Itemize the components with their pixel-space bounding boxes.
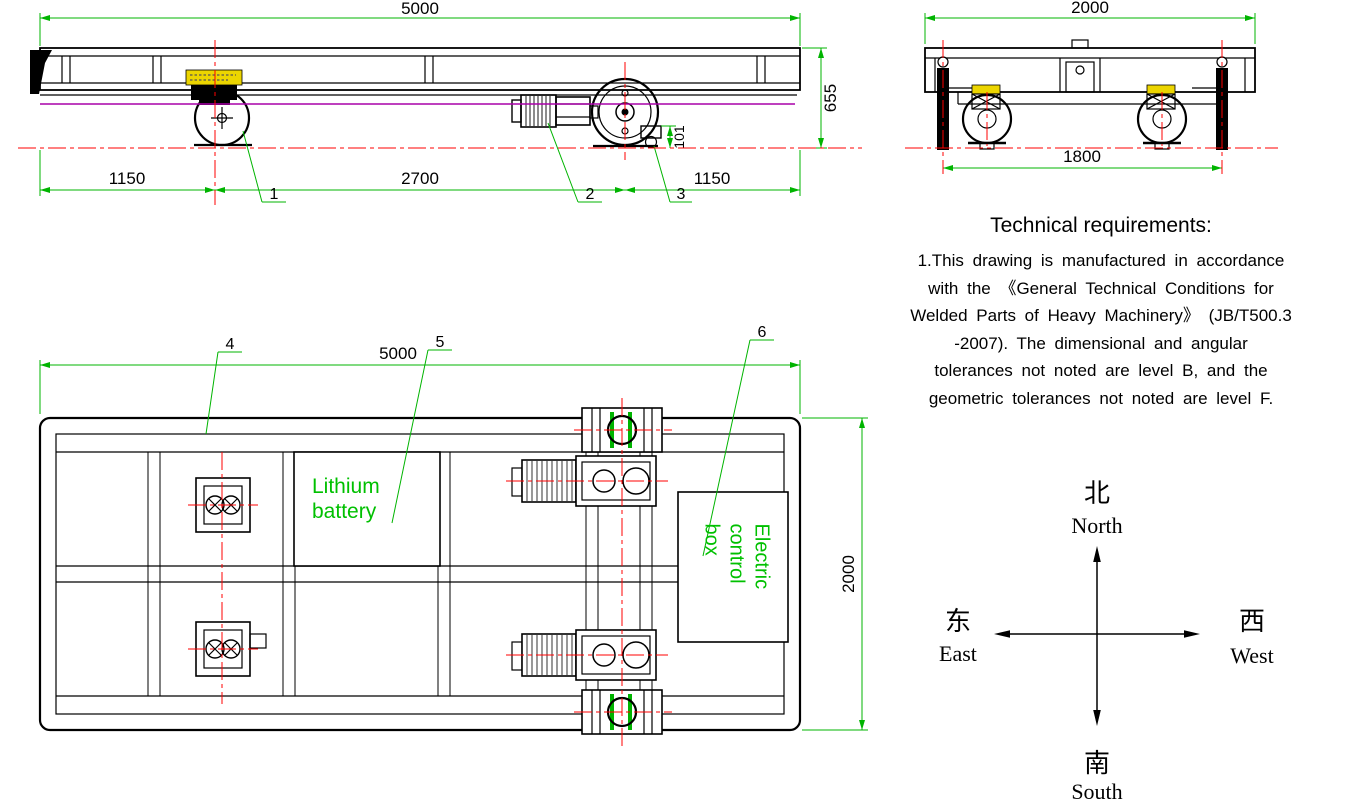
side-view-callouts: 1 2 3 [242,122,692,203]
cart-deck-outline [38,416,802,732]
nameplate-left [971,84,1001,95]
tech-requirements-line: tolerances not noted are level B, and th… [934,361,1268,380]
tech-requirements-line: -2007). The dimensional and angular [954,333,1248,353]
compass-axes [1010,562,1184,710]
dim-text-2000: 2000 [1071,0,1109,17]
cart-frame-side [39,47,801,91]
rail-left [979,142,995,150]
electric-control-box [677,491,789,643]
dim-text-655: 655 [821,84,840,112]
rail-right [1154,142,1170,150]
electric-control-box-label: Electric control box [700,523,773,590]
travel-wheel-cross [211,107,233,129]
callout-leaders [205,339,774,557]
drive-wheel-axle [621,108,629,116]
extension-lines [39,13,827,196]
lithium-battery-box [293,451,441,567]
plan-view-dimensions: 5000 2000 4 5 6 [39,324,868,731]
arrow-west-icon [1184,630,1200,638]
callout-1: 1 [270,186,279,203]
callout-2: 2 [586,186,595,203]
callout-5: 5 [436,334,445,351]
motor-fins [525,96,551,126]
dim-text-2700: 2700 [401,169,439,188]
callout-leaders [242,122,692,203]
arrow-east-icon [994,630,1010,638]
end-view [924,39,1256,150]
technical-requirements-block: Technical requirements: 1.This drawing i… [864,214,1338,412]
guide-roller-bracket [640,125,662,139]
gearbox-shaft [589,105,599,119]
compass: 北 North 南 South 东 East 西 West [939,479,1274,801]
sensor-box [249,633,267,649]
end-frame-lines [925,57,1255,105]
compass-south-en: South [1071,779,1122,801]
bearing-cross [208,642,238,656]
plan-view [38,407,802,735]
compass-west-en: West [1230,643,1273,668]
nameplate [185,69,243,86]
gearbox-lines [556,103,590,118]
bearing-cross [208,498,238,512]
rail-contact-lines [194,143,658,148]
lithium-battery-label: Lithium battery [312,475,380,523]
tech-requirements-line: geometric tolerances not noted are level… [928,388,1274,408]
dim-text-5000-plan: 5000 [379,344,417,363]
compass-north-en: North [1071,513,1122,538]
dim-text-5000: 5000 [401,0,439,18]
dim-text-1150-left: 1150 [109,169,146,188]
dim-text-1150-right: 1150 [694,169,731,188]
callout-3: 3 [677,186,686,203]
side-view [30,47,801,149]
nameplate-text-lines [190,74,236,81]
motor-endcap [511,467,523,497]
cross-beams [147,452,653,696]
gearbox [555,96,591,126]
coupler [1065,61,1095,93]
dim-text-101: 101 [671,125,687,149]
extension-lines [39,360,868,731]
compass-north-cn: 北 [1084,479,1110,509]
gear-small [592,469,616,493]
compass-south-cn: 南 [1084,749,1110,779]
callout-4: 4 [226,336,235,353]
deck-lug [1071,39,1089,49]
end-view-dimensions: 2000 1800 [924,0,1256,171]
gear-small [592,643,616,667]
tech-requirements-line: Welded Parts of Heavy Machinery》 (JB/T50… [910,306,1292,325]
frame-flange-lines [40,55,800,96]
frame-stiffeners [61,56,766,83]
centerlines [18,40,1278,748]
motor-endcap [511,641,523,671]
coupler-pin [1075,65,1085,75]
compass-east-cn: 东 [945,607,971,637]
side-view-dimensions: 5000 1150 2700 1150 655 101 [39,0,840,196]
tech-requirements-line: with the 《General Technical Conditions f… [928,278,1274,298]
section-mark [30,50,52,94]
callout-6: 6 [758,324,767,341]
tech-requirements-line: 1.This drawing is manufactured in accord… [917,251,1285,270]
dim-text-2000-plan: 2000 [839,555,858,593]
tech-requirements-title: Technical requirements: [990,214,1212,237]
compass-east-en: East [939,641,977,666]
compass-west-cn: 西 [1239,607,1265,637]
nameplate-right [1146,84,1176,95]
arrow-south-icon [1093,710,1101,726]
arrow-north-icon [1093,546,1101,562]
axlebox-cross-braces [971,93,1176,110]
dim-text-1800: 1800 [1063,147,1101,166]
